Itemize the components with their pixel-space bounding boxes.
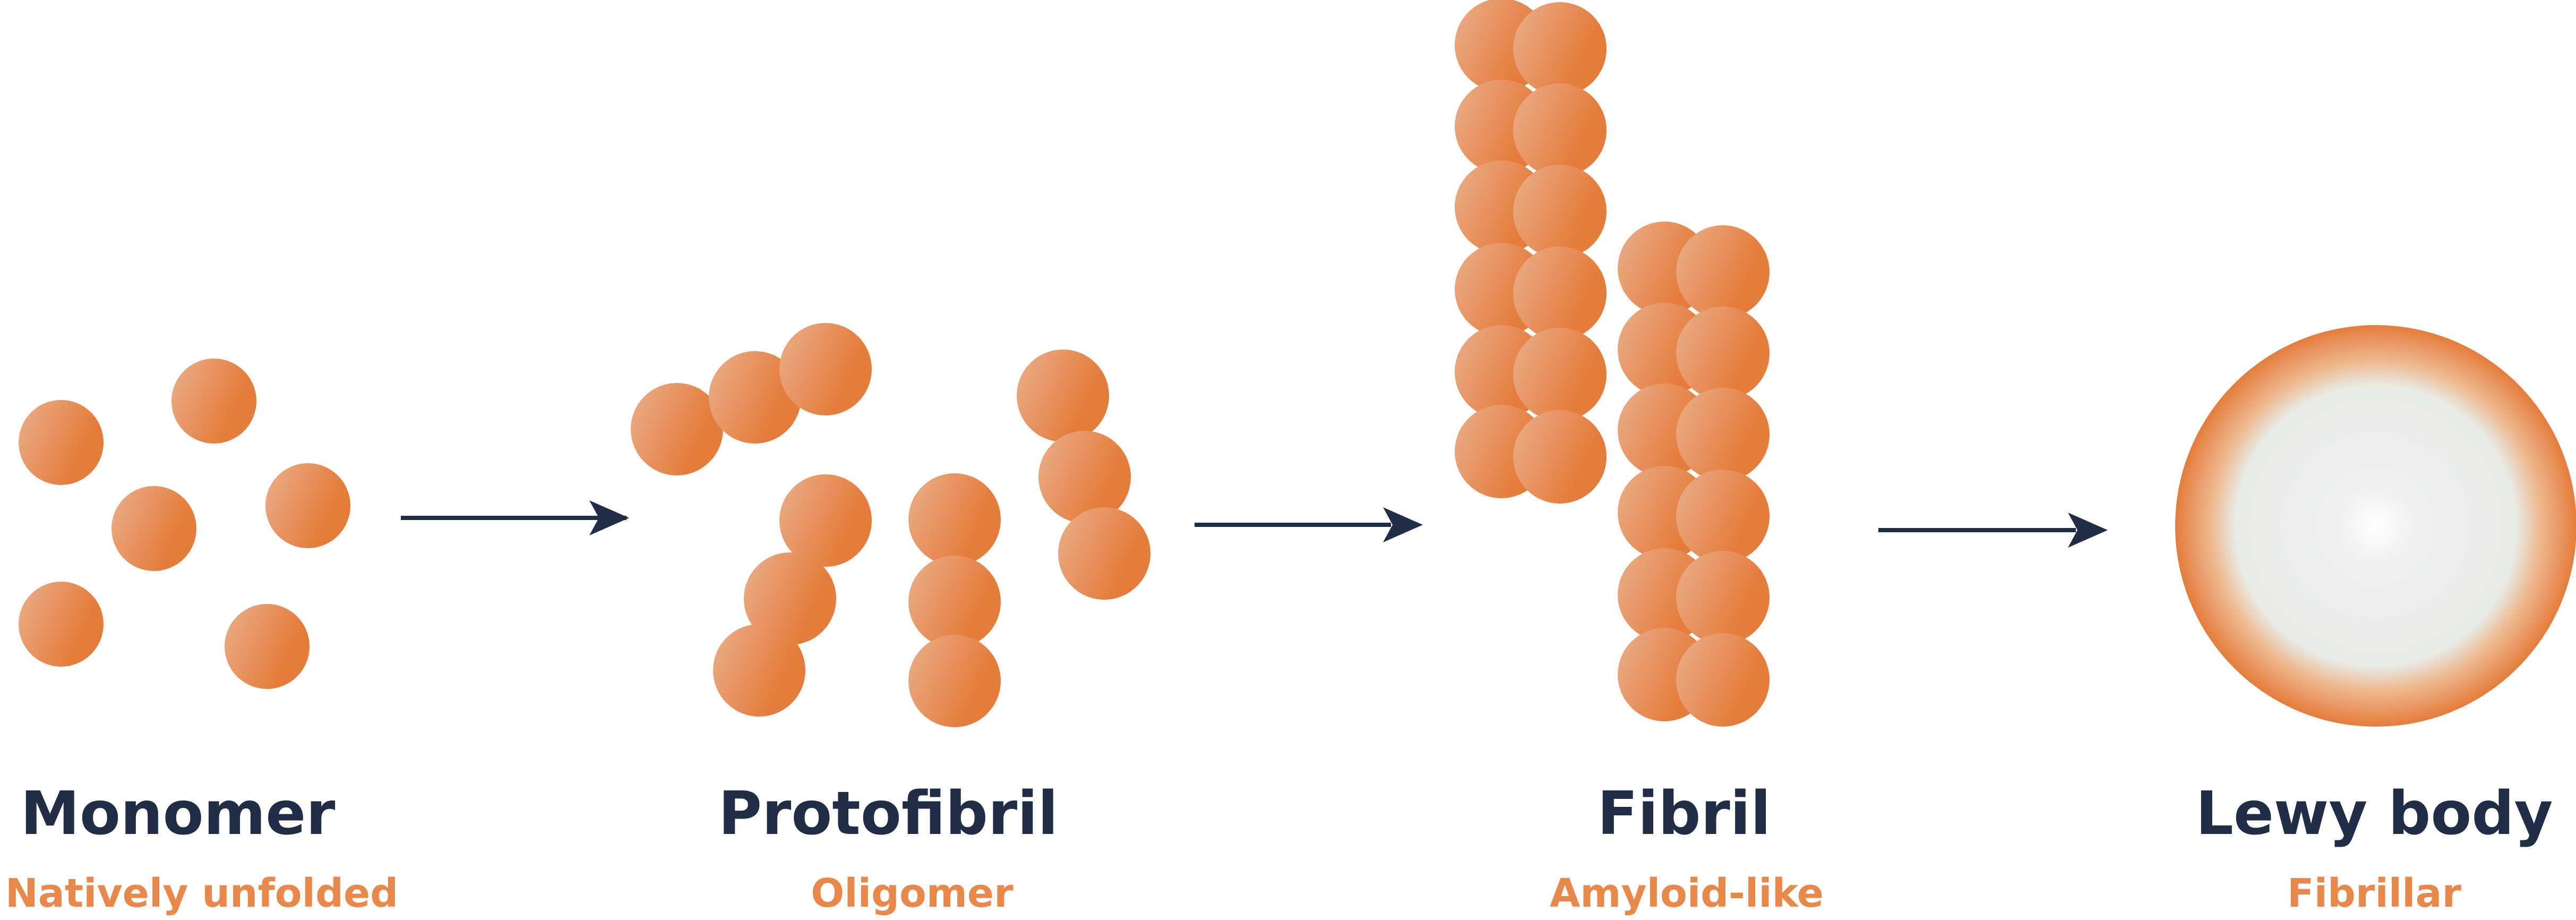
stage-subtitle-protofibril: Oligomer (811, 871, 1014, 916)
arrow-head-3 (2068, 513, 2108, 548)
lewy-body-circle (2175, 325, 2576, 727)
oligomer-sphere (779, 323, 872, 415)
protofibril-group (631, 323, 1150, 727)
fibril-sphere (1676, 306, 1770, 400)
monomer-sphere (19, 582, 104, 667)
monomer-sphere (225, 604, 310, 689)
arrow-head-1 (589, 500, 629, 535)
stage-subtitle-monomer: Natively unfolded (5, 871, 398, 916)
fibril-sphere (1513, 246, 1607, 340)
fibril-sphere (1513, 165, 1607, 258)
fibril-sphere (1676, 388, 1770, 481)
oligomer-sphere (631, 383, 723, 475)
monomer-sphere (111, 486, 196, 571)
oligomer-sphere (908, 473, 1001, 566)
stage-title-monomer: Monomer (21, 779, 336, 848)
oligomer-sphere (779, 474, 872, 567)
stage-subtitle-lewy-body: Fibrillar (2287, 871, 2461, 916)
fibril-sphere (1676, 470, 1770, 563)
fibril-sphere (1676, 225, 1770, 319)
oligomer-sphere (1017, 350, 1109, 442)
fibril-sphere (1513, 83, 1607, 177)
fibril-sphere (1676, 551, 1770, 644)
stage-title-fibril: Fibril (1597, 779, 1771, 848)
fibril-sphere (1513, 410, 1607, 504)
stage-title-lewy-body: Lewy body (2195, 779, 2553, 848)
oligomer-sphere (908, 556, 1001, 648)
fibril-group (1455, 0, 1770, 727)
stage-subtitle-fibril: Amyloid-like (1550, 871, 1824, 916)
oligomer-sphere (1058, 507, 1150, 600)
monomer-group (19, 359, 350, 689)
oligomer-sphere (709, 351, 801, 444)
stage-title-protofibril: Protofibril (718, 779, 1058, 848)
monomer-sphere (19, 400, 104, 485)
fibril-sphere (1676, 633, 1770, 727)
fibril-sphere (1513, 328, 1607, 421)
oligomer-sphere (744, 552, 836, 645)
monomer-sphere (265, 463, 350, 548)
arrow-head-2 (1383, 507, 1423, 542)
oligomer-sphere (713, 624, 805, 717)
oligomer-sphere (908, 635, 1001, 727)
monomer-sphere (171, 359, 256, 444)
oligomer-sphere (1038, 431, 1131, 523)
fibril-sphere (1513, 2, 1607, 96)
